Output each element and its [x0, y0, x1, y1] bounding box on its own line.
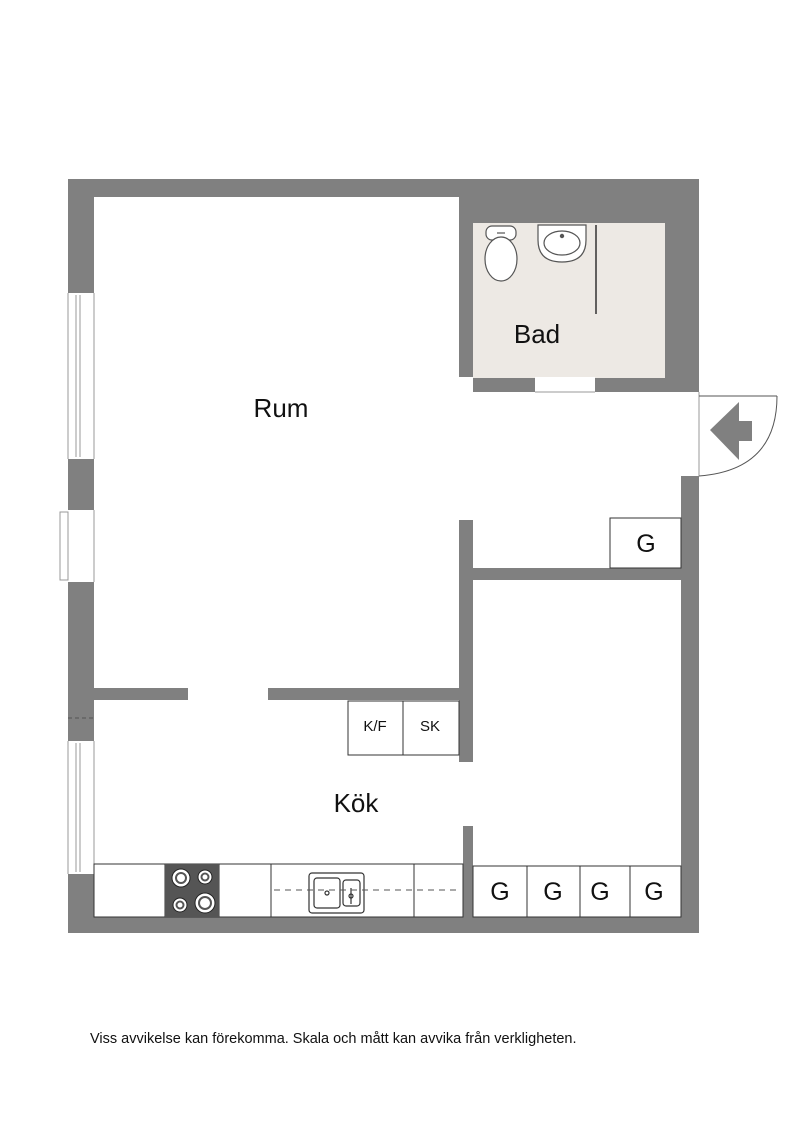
- g-label-hall: G: [636, 530, 655, 558]
- g-label-4: G: [644, 878, 663, 906]
- bathroom-door-opening: [535, 377, 595, 393]
- g-label-3: G: [590, 878, 609, 906]
- room-label-rum: Rum: [254, 393, 309, 423]
- bathroom-corridor-gap: [459, 377, 473, 394]
- interior-wall-rum-kok-left: [94, 688, 188, 700]
- window-upper: [67, 293, 96, 459]
- interior-wall-horizontal-hall: [473, 568, 681, 580]
- toilet-icon: [484, 225, 518, 282]
- entrance-arrow-icon: [710, 402, 752, 460]
- room-label-bad: Bad: [514, 319, 560, 349]
- washbasin-icon: [537, 224, 587, 263]
- fridge-freezer-cabinet: [347, 700, 460, 756]
- stove-icon: [165, 864, 219, 917]
- balcony-door: [59, 510, 96, 582]
- window-lower: [67, 741, 96, 874]
- interior-wall-rum-kok-right: [268, 688, 463, 700]
- kok-floor: [459, 580, 682, 917]
- g-label-2: G: [543, 878, 562, 906]
- disclaimer-text: Viss avvikelse kan förekomma. Skala och …: [90, 1031, 577, 1047]
- entrance-door-opening: [681, 392, 701, 476]
- wardrobe-hall: [609, 517, 682, 569]
- interior-wall-vertical-1: [459, 520, 473, 762]
- wardrobe-row: [472, 865, 682, 918]
- kf-label: K/F: [363, 718, 386, 735]
- sk-label: SK: [420, 718, 440, 735]
- rum-floor: [94, 197, 459, 917]
- entrance-door-swing: [698, 395, 778, 477]
- g-label-1: G: [490, 878, 509, 906]
- room-label-kok: Kök: [334, 788, 380, 818]
- interior-wall-right-lower: [681, 476, 699, 933]
- kitchen-sink-icon: [308, 872, 365, 914]
- interior-wall-vertical-2: [463, 826, 473, 917]
